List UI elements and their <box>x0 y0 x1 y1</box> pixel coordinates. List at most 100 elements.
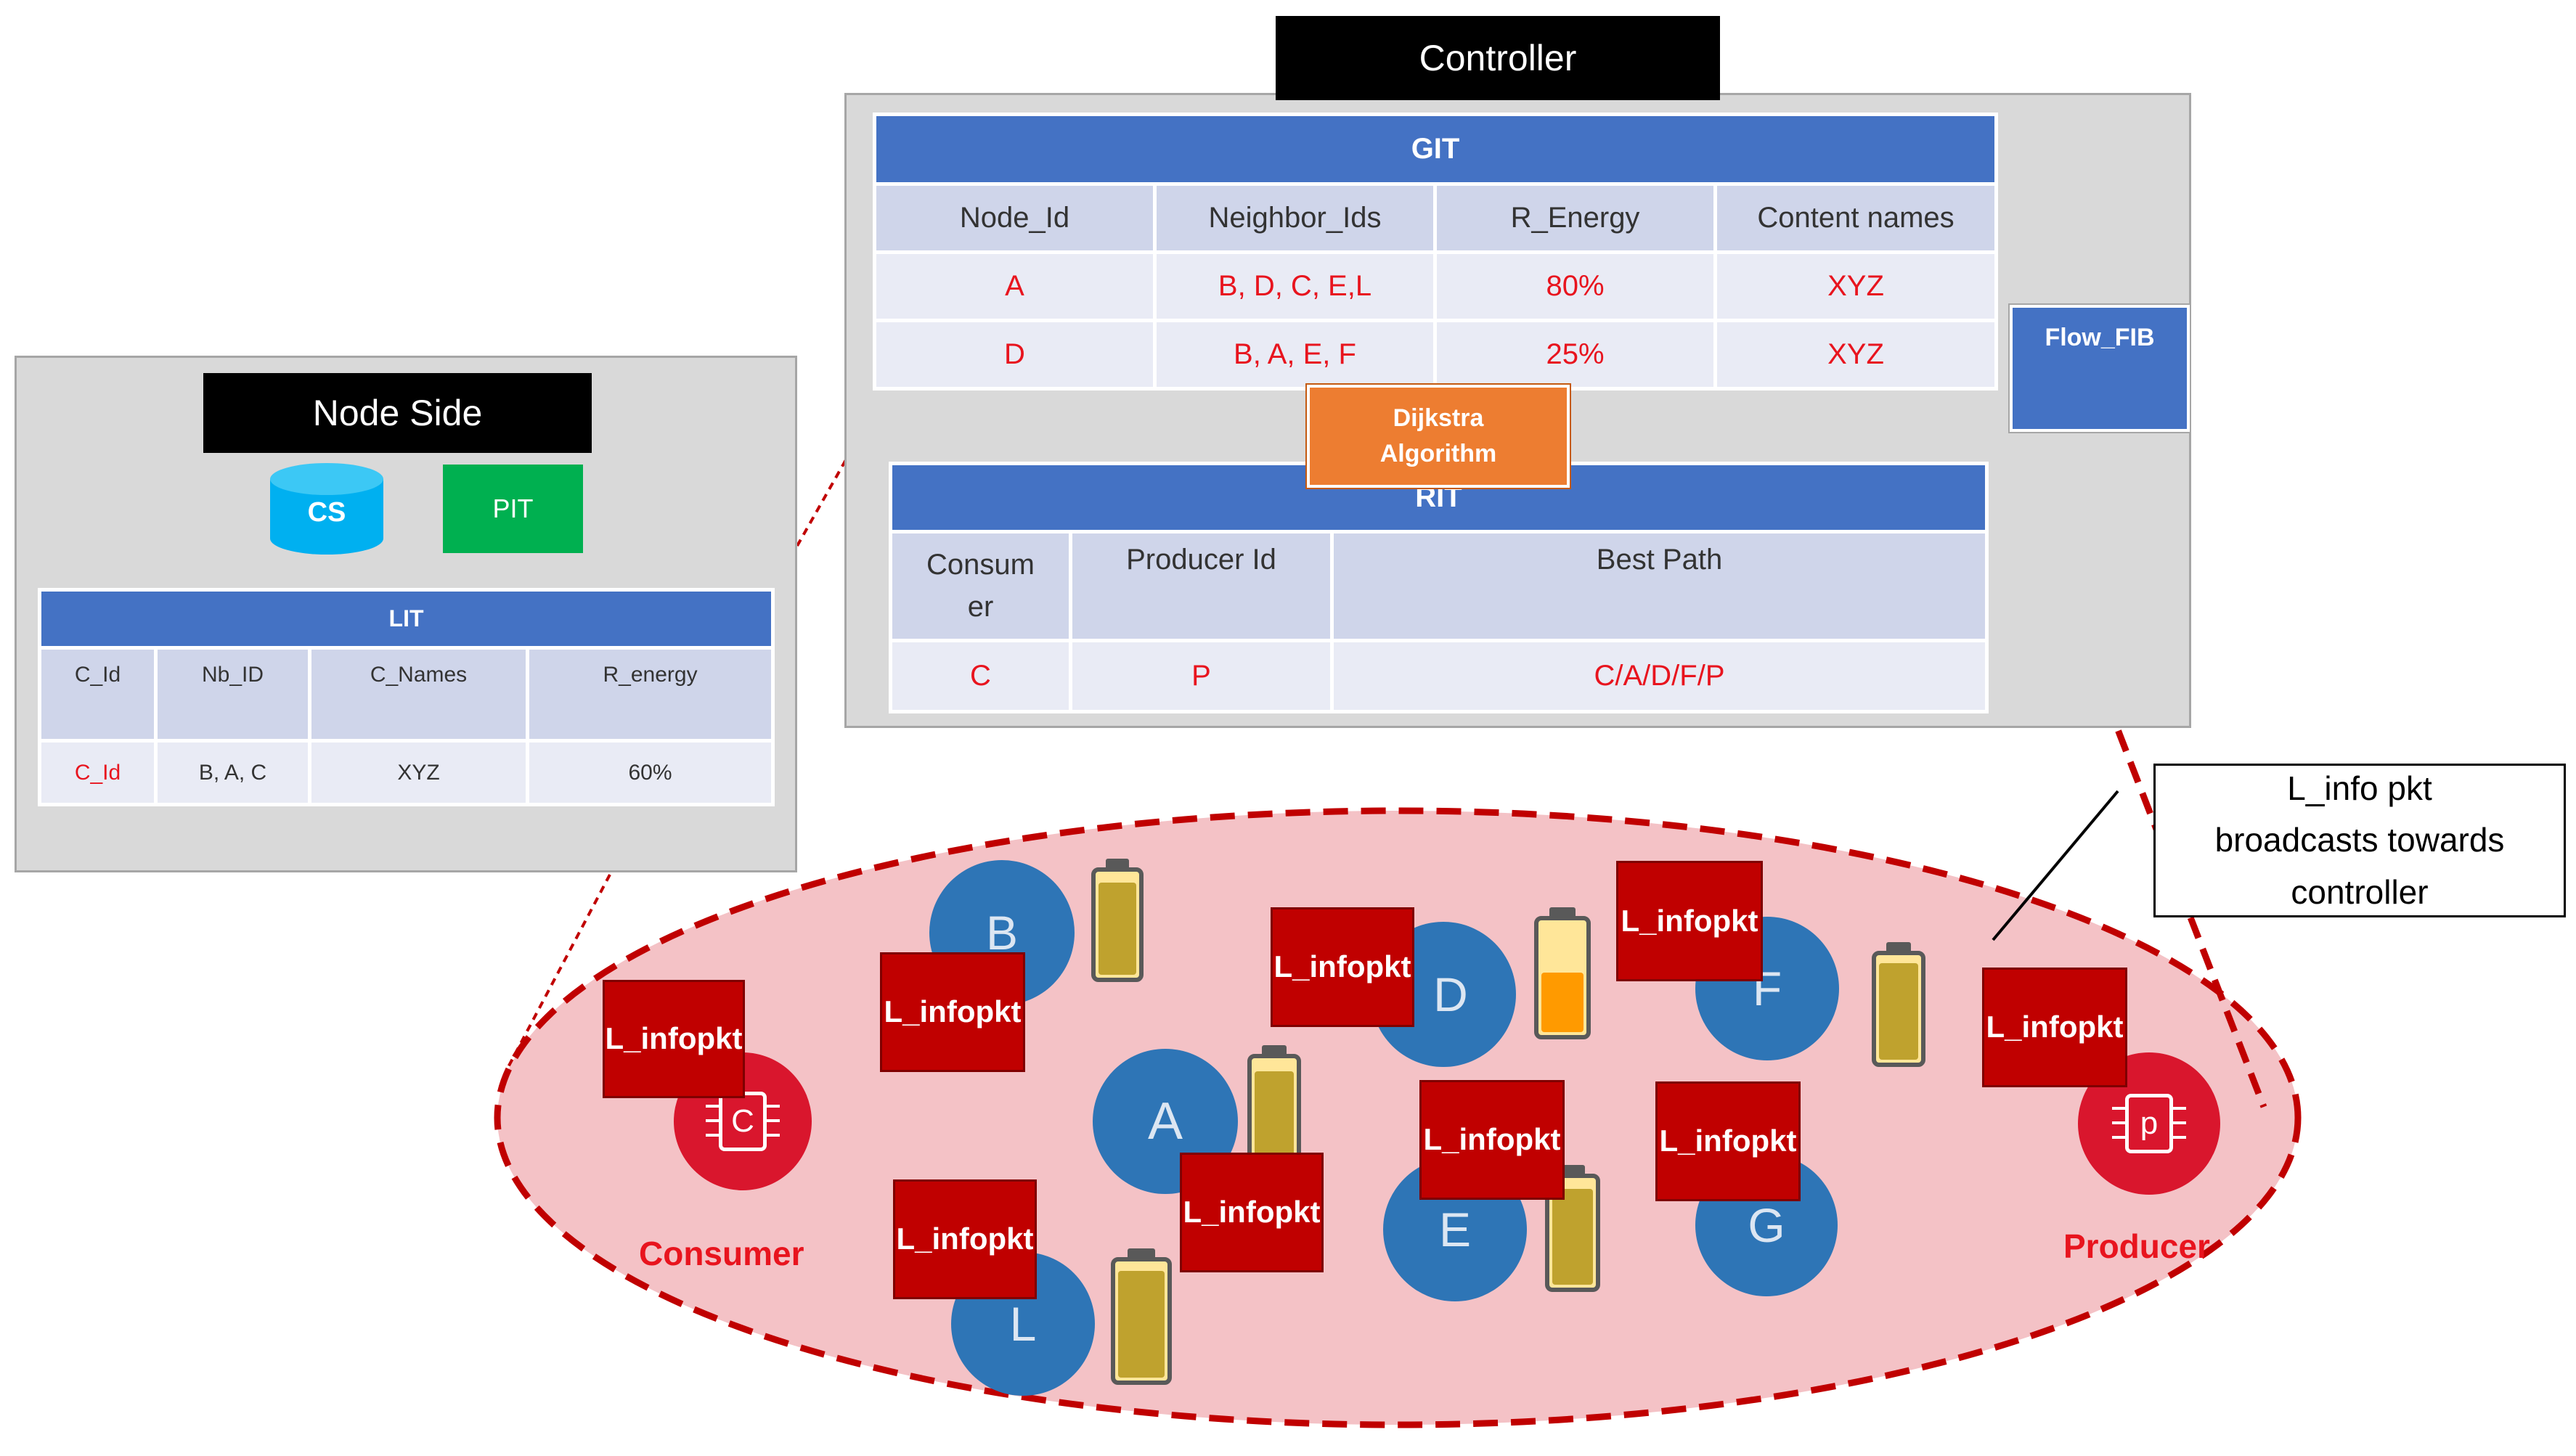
lit-cell: B, A, C <box>154 739 311 806</box>
controller-title-text: Controller <box>1419 38 1577 78</box>
battery-icon <box>1091 859 1144 982</box>
producer-symbol: p <box>2140 1105 2159 1141</box>
battery-body <box>1534 916 1591 1039</box>
flow-fib-box: Flow_FIB <box>2008 303 2191 433</box>
battery-icon <box>1534 907 1591 1039</box>
packet-label-line1: L_info <box>1423 1122 1515 1157</box>
lit-header-c-names: C_Names <box>308 646 529 743</box>
battery-level-fill <box>1552 1189 1593 1285</box>
battery-body <box>1545 1174 1600 1292</box>
battery-level-fill <box>1255 1071 1294 1163</box>
node-side-title: Node Side <box>203 373 592 453</box>
controller-title: Controller <box>1276 16 1720 100</box>
callout-line1: L_info pkt <box>2287 769 2432 808</box>
packet-label-line2: pkt <box>975 994 1022 1029</box>
node-label: G <box>1748 1198 1785 1252</box>
lit-header-c-id: C_Id <box>38 646 158 743</box>
git-cell: 80% <box>1433 250 1717 322</box>
battery-icon <box>1247 1045 1301 1170</box>
producer-label: Producer <box>2063 1227 2210 1265</box>
packet-label-line1: L_info <box>605 1021 697 1056</box>
packet-label-line1: L_info <box>1183 1195 1275 1230</box>
packet-label-line2: pkt <box>1515 1122 1561 1157</box>
battery-body <box>1111 1257 1172 1385</box>
battery-cap <box>1105 859 1130 867</box>
consumer-chip: C <box>719 1092 767 1151</box>
node-label: E <box>1438 1203 1472 1256</box>
rit-cell: C/A/D/F/P <box>1330 639 1989 713</box>
git-title: GIT <box>872 113 1999 186</box>
rit-row: C P C/A/D/F/P <box>889 639 1989 713</box>
node-label: A <box>1147 1092 1183 1150</box>
cs-label-text: CS <box>307 496 346 528</box>
packet-label-line1: L_info <box>884 994 976 1029</box>
packet-label-line2: pkt <box>1750 1124 1797 1158</box>
packet-label-line1: L_info <box>896 1222 988 1256</box>
controller-zoom-line <box>1982 387 2267 1108</box>
sensor-node-f: F <box>1695 917 1839 1060</box>
consumer-label: Consumer <box>639 1235 804 1272</box>
flow-fib-label: Flow_FIB <box>2045 324 2155 351</box>
nodeside-zoom-line-bottom <box>507 874 611 1068</box>
dijkstra-box: Dijkstra Algorithm <box>1305 383 1571 489</box>
lit-cell: 60% <box>525 739 775 806</box>
lit-title: LIT <box>37 588 775 650</box>
packet-label-line2: pkt <box>1365 949 1411 984</box>
rit-header-consumer: Consum er <box>889 530 1072 642</box>
packet-label-line1: L_info <box>1273 949 1366 984</box>
git-cell: XYZ <box>1713 250 1999 322</box>
lit-row: C_Id B, A, C XYZ 60% <box>38 739 775 806</box>
packet-label-line2: pkt <box>1712 903 1758 938</box>
git-row: D B, A, E, F 25% XYZ <box>873 319 1999 390</box>
lit-header-nb-id: Nb_ID <box>154 646 311 743</box>
lit-cell: C_Id <box>38 739 158 806</box>
callout-pointer-line <box>1992 790 2119 941</box>
packet-label-line2: pkt <box>987 1222 1034 1256</box>
rit-header-consumer-line2: er <box>967 591 994 623</box>
battery-level-fill <box>1879 963 1918 1060</box>
battery-icon <box>1111 1248 1172 1385</box>
rit-cell: C <box>889 639 1072 713</box>
producer-chip: p <box>2125 1094 2173 1153</box>
battery-cap <box>1128 1248 1155 1257</box>
rit-header-best-path: Best Path <box>1330 530 1989 642</box>
battery-body <box>1872 951 1925 1067</box>
packet-label-line1: L_info <box>1986 1010 2078 1044</box>
packet-label-line2: pkt <box>1274 1195 1321 1230</box>
callout-line3: controller <box>2291 872 2429 911</box>
git-table: GIT Node_Id Neighbor_Ids R_Energy Conten… <box>872 113 1999 390</box>
battery-cap <box>1560 1165 1586 1174</box>
rit-cell: P <box>1069 639 1334 713</box>
git-row: A B, D, C, E,L 80% XYZ <box>873 250 1999 322</box>
chip-icon: C <box>706 1089 780 1154</box>
git-header-node-id: Node_Id <box>873 182 1157 254</box>
git-header-neighbor-ids: Neighbor_Ids <box>1153 182 1437 254</box>
dijkstra-line2: Algorithm <box>1379 440 1497 467</box>
battery-icon <box>1872 942 1925 1067</box>
git-cell: B, A, E, F <box>1153 319 1437 390</box>
battery-cap <box>1549 907 1576 916</box>
lit-header-r-energy: R_energy <box>525 646 775 743</box>
node-label: B <box>985 906 1019 960</box>
cs-label: CS <box>270 491 383 534</box>
consumer-symbol: C <box>731 1103 754 1139</box>
rit-table: RIT Consum er Producer Id Best Path C P … <box>889 462 1989 713</box>
dijkstra-line1: Dijkstra <box>1393 404 1484 432</box>
callout-box: L_info pkt broadcasts towards controller <box>2153 764 2566 917</box>
node-label: L <box>1009 1297 1037 1351</box>
battery-icon <box>1545 1165 1600 1292</box>
battery-level-fill <box>1118 1271 1165 1378</box>
git-cell: A <box>873 250 1157 322</box>
packet-label-line1: L_info <box>1659 1124 1751 1158</box>
battery-level-fill <box>1099 883 1136 975</box>
pit-box: PIT <box>443 465 583 553</box>
git-cell: 25% <box>1433 319 1717 390</box>
